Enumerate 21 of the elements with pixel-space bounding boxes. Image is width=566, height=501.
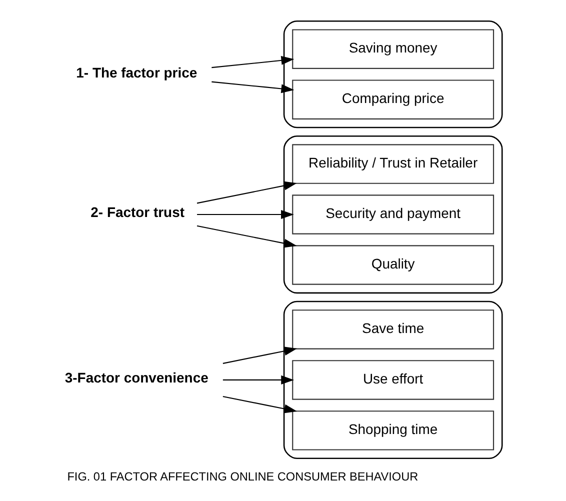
- arrow: [222, 346, 297, 364]
- node-text: 3-Factor convenience: [64, 370, 208, 386]
- node-box: Shopping time: [292, 410, 494, 450]
- node-box: Security and payment: [292, 194, 494, 234]
- node-box: Reliability / Trust in Retailer: [292, 144, 494, 184]
- cluster: [282, 20, 502, 128]
- node-text: 1- The factor price: [76, 64, 197, 80]
- arrow: [222, 396, 297, 414]
- node-text: 2- Factor trust: [90, 204, 184, 220]
- node-box: Use effort: [292, 360, 494, 400]
- arrow: [196, 210, 294, 220]
- node-box: Save time: [292, 310, 494, 350]
- caption: FIG. 01 FACTOR AFFECTING ONLINE CONSUMER BEHAVIOUR: [66, 470, 418, 484]
- arrow: [211, 81, 294, 94]
- arrow: [222, 375, 294, 384]
- arrow: [196, 181, 296, 204]
- arrow: [211, 56, 294, 68]
- node-box: Quality: [292, 245, 494, 285]
- node-box: Saving money: [292, 29, 494, 69]
- arrow: [196, 225, 296, 248]
- node-box: Comparing price: [292, 80, 494, 120]
